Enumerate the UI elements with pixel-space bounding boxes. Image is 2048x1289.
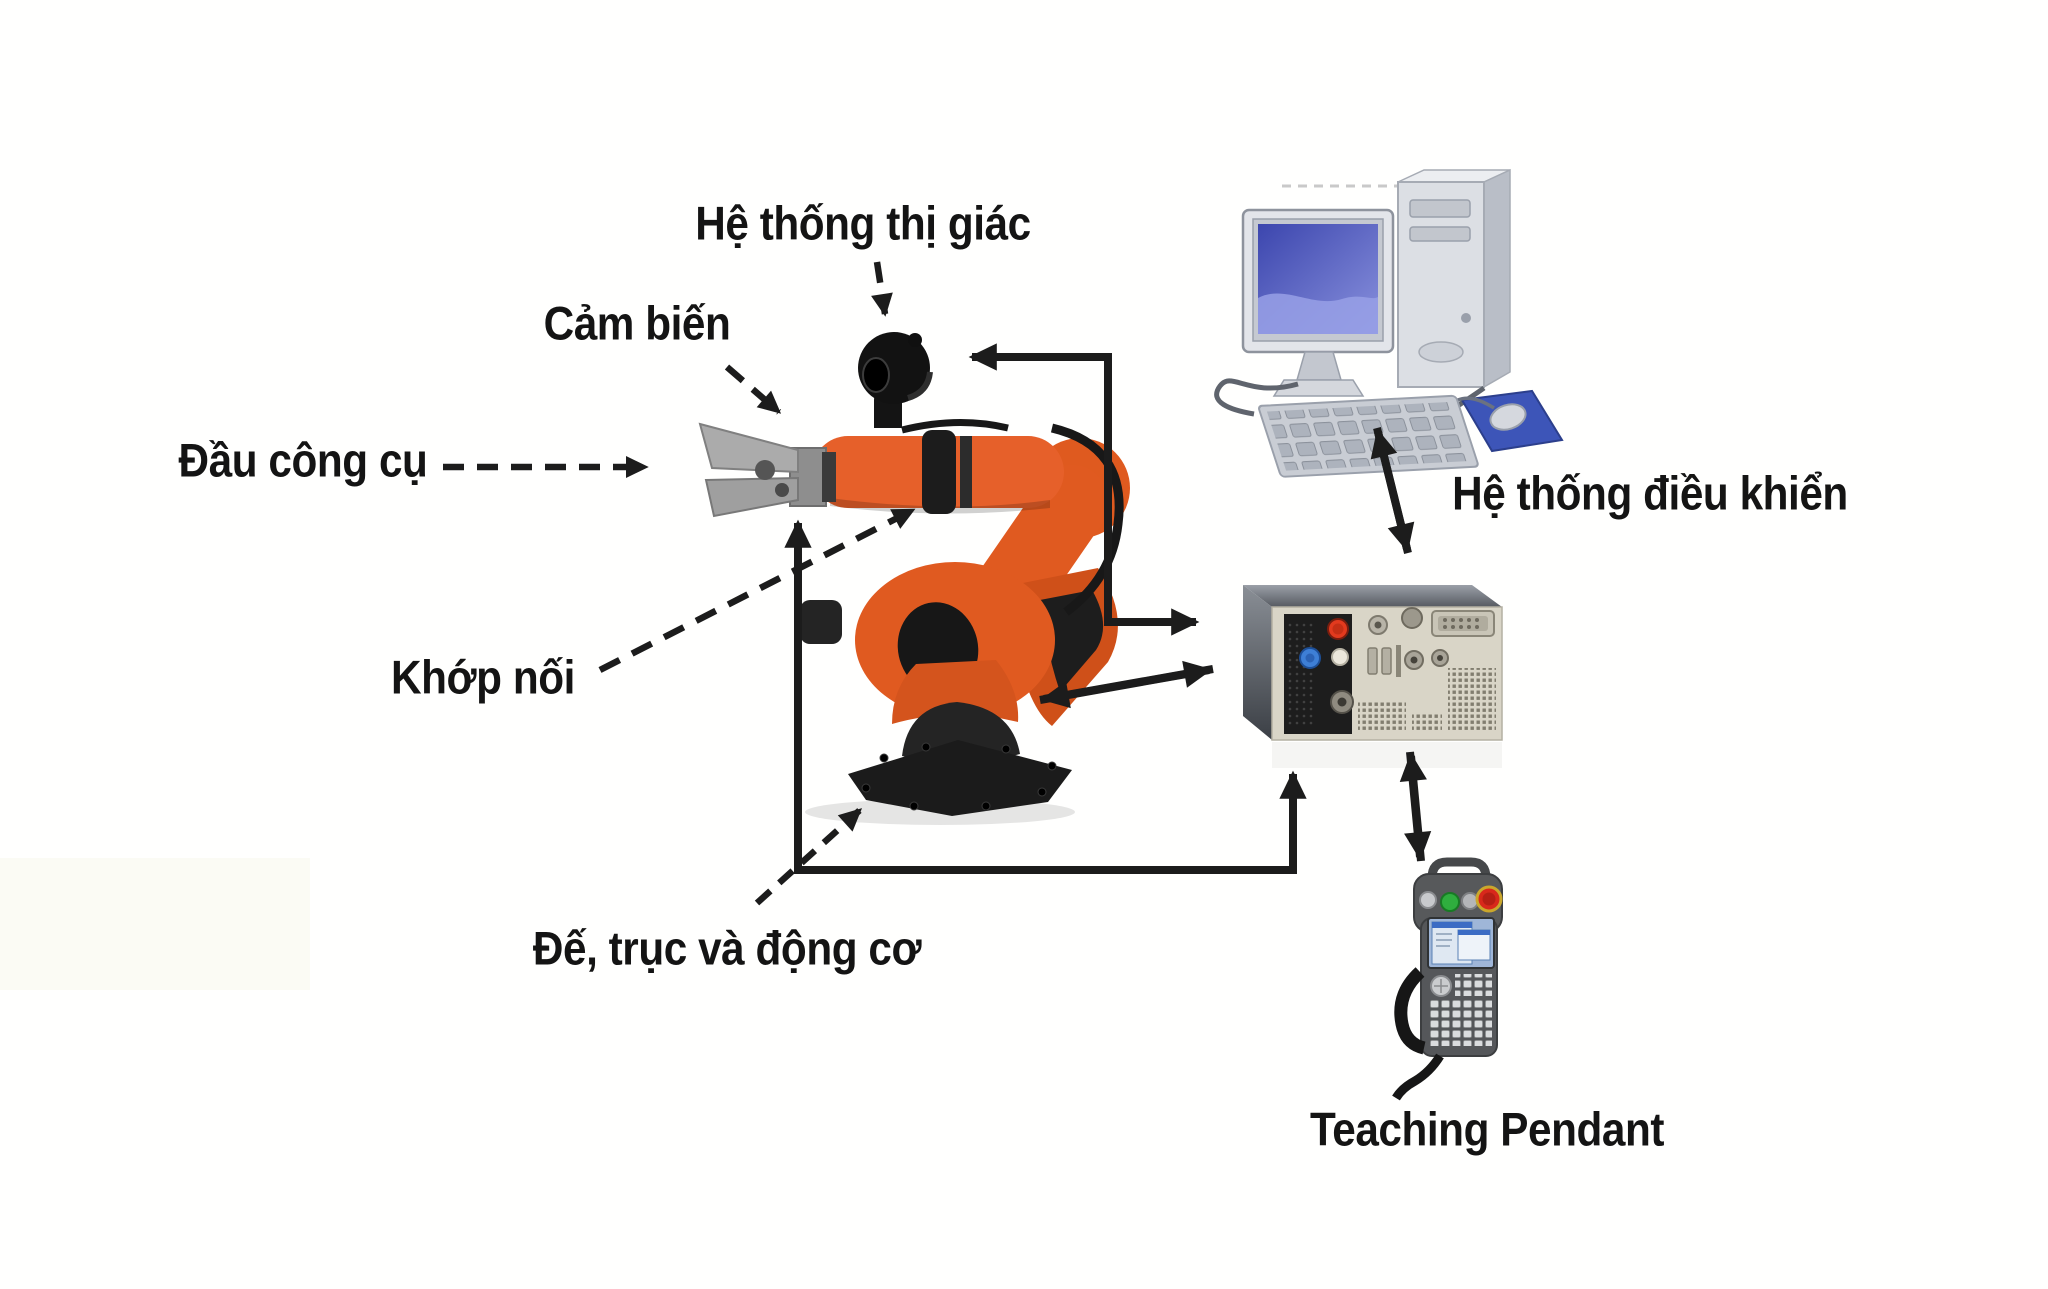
- arrow-vision-label-to-camera: [871, 261, 893, 317]
- controller-multipin: [1431, 610, 1495, 637]
- controller-reflection: [1272, 742, 1502, 768]
- computer-mouse: [1457, 389, 1564, 453]
- arrow-base-label-to-base: [754, 807, 863, 906]
- controller-side: [1243, 585, 1272, 740]
- controller-slot-c: [1396, 645, 1401, 677]
- robot-column: [892, 660, 1019, 724]
- controller-grid-a: [1358, 700, 1406, 730]
- arrow-joint-label-to-arm: [598, 507, 916, 673]
- computer-tower: [1397, 168, 1511, 389]
- controller-slot-a: [1367, 647, 1378, 675]
- teaching-pendant-illustration: [1392, 857, 1503, 1101]
- robot-dome: [902, 702, 1020, 763]
- robot-cable: [1050, 423, 1124, 616]
- label-teaching-pendant: Teaching Pendant: [1310, 1102, 1664, 1156]
- robot-base-plate: [848, 740, 1072, 816]
- label-sensor: Cảm biến: [543, 296, 731, 350]
- label-base-axes-motor: Đế, trục và động cơ: [532, 921, 922, 975]
- background-patch: [0, 858, 310, 990]
- label-tool-head: Đầu công cụ: [178, 433, 428, 487]
- controller-red-button-core: [1332, 623, 1344, 635]
- pendant-screen: [1427, 917, 1495, 969]
- arrow-robot-to-controller: [1039, 660, 1213, 704]
- pendant-cable: [1392, 1053, 1444, 1101]
- robot-fork-inner: [1040, 590, 1104, 692]
- pendant-green-button: [1440, 892, 1460, 912]
- controller-blue-port-core: [1305, 653, 1315, 663]
- robot-shoulder-motor: [800, 600, 842, 644]
- arrow-computer-to-controller: [1373, 427, 1415, 553]
- pendant-silver-button: [1419, 891, 1437, 909]
- pendant-strap: [1394, 967, 1426, 1055]
- desktop-computer-illustration: [1214, 168, 1564, 478]
- arrow-sensor-label-to-gripper: [724, 364, 782, 415]
- robot-cable2: [901, 418, 1009, 434]
- robot-arm-illustration: [698, 332, 1130, 825]
- controller-round-connector-core: [1337, 697, 1347, 707]
- controller-grid-b: [1448, 668, 1496, 732]
- controller-grid-c: [1412, 712, 1442, 730]
- label-control-system: Hệ thống điều khiển: [1452, 466, 1848, 520]
- arrow-line-to-controller: [1104, 357, 1200, 636]
- pendant-gray-button: [1461, 892, 1479, 910]
- arrow-bottom-to-controller: [798, 770, 1307, 874]
- controller-top: [1243, 585, 1502, 607]
- pendant-keypad: [1428, 974, 1492, 1046]
- pendant-handle: [1427, 857, 1491, 879]
- computer-keyboard: [1258, 394, 1479, 478]
- controller-slot-b: [1381, 647, 1392, 675]
- arrows: [443, 261, 1432, 906]
- gripper: [698, 422, 836, 518]
- robot-forearm-shade: [830, 498, 1050, 514]
- robot-wrist-ring: [922, 430, 956, 514]
- controller-white-button: [1331, 648, 1349, 666]
- computer-monitor: [1241, 208, 1395, 397]
- label-vision-system: Hệ thống thị giác: [695, 196, 1031, 250]
- vision-camera: [858, 332, 933, 428]
- controller-port-b: [1401, 607, 1423, 629]
- controller-vents: [1288, 620, 1314, 728]
- robot-wrist-ring2: [960, 436, 972, 508]
- controller-illustration: [1243, 585, 1503, 768]
- monitor-cable: [1214, 378, 1299, 417]
- robot-base-bolts: [861, 742, 1057, 811]
- label-joint: Khớp nối: [391, 650, 575, 704]
- arrow-controller-to-pendant: [1404, 751, 1432, 861]
